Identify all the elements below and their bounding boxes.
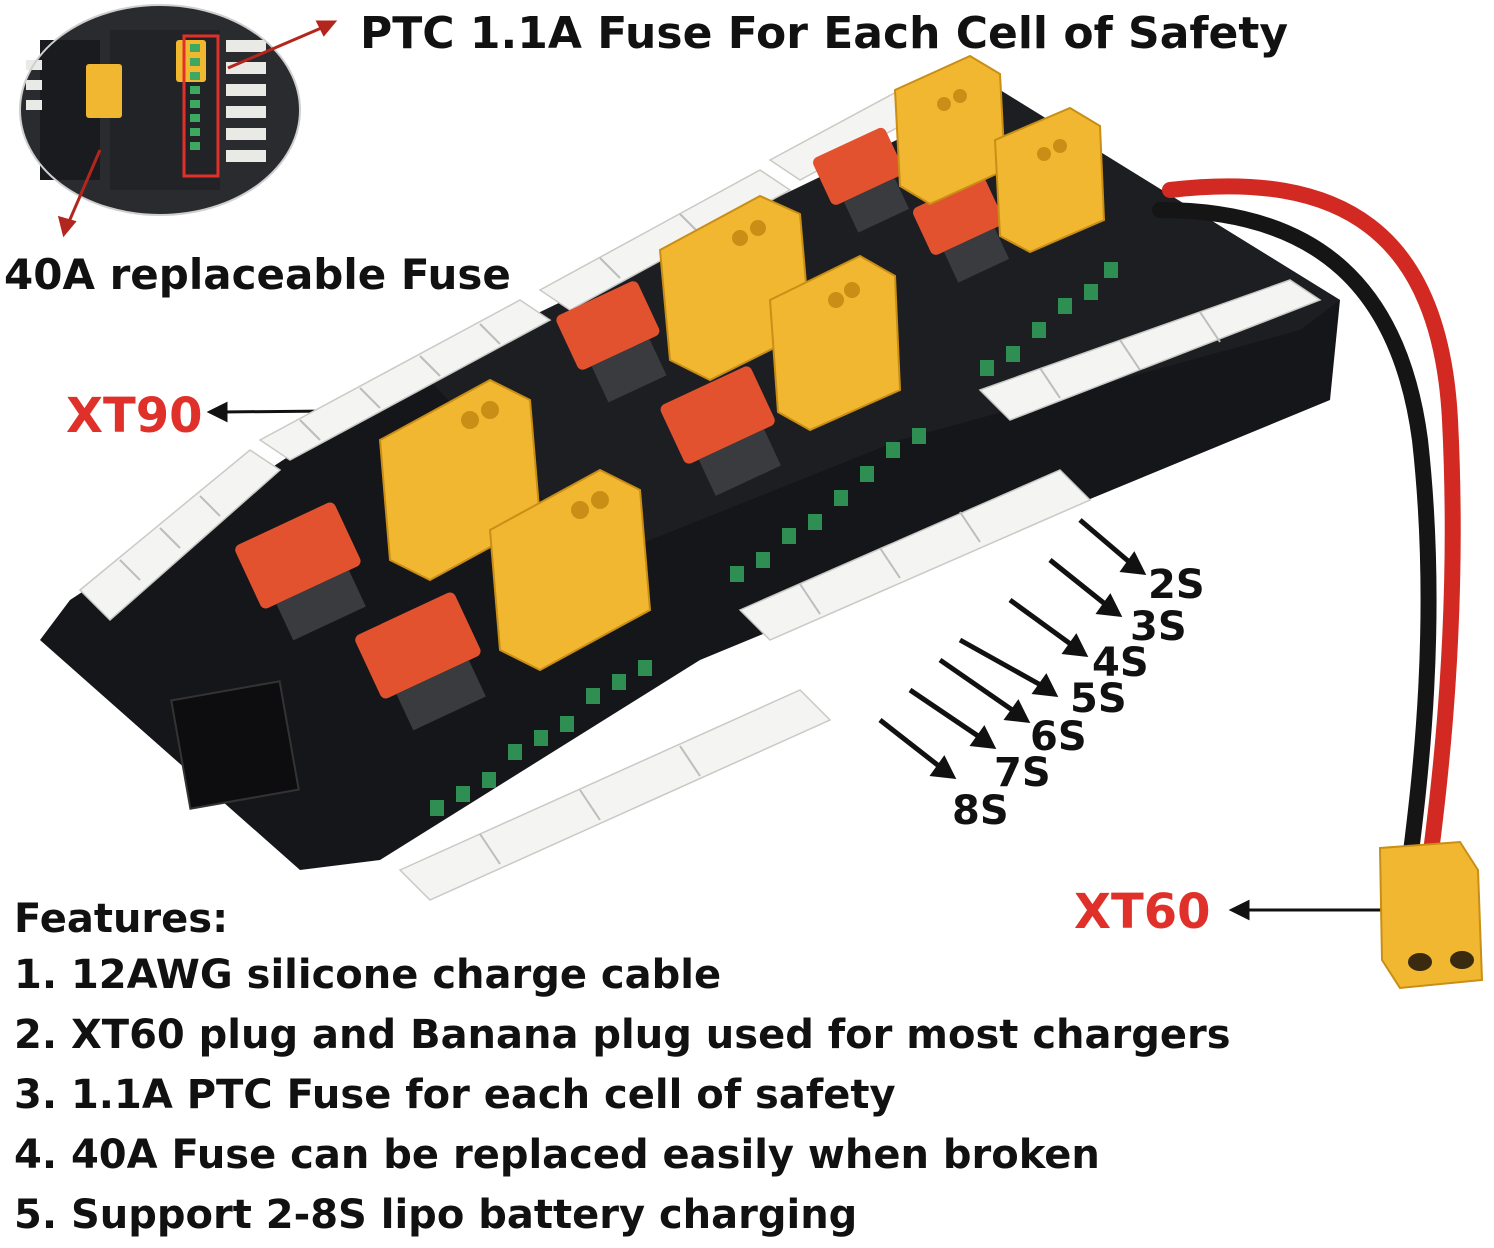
charging-board	[40, 89, 1340, 901]
feature-item-2: 2. XT60 plug and Banana plug used for mo…	[14, 1012, 1231, 1058]
cell-count-6s: 6S	[1030, 714, 1087, 760]
feature-item-5: 5. Support 2-8S lipo battery charging	[14, 1192, 858, 1238]
features-title: Features:	[14, 896, 229, 942]
xt60-callout: XT60	[1074, 884, 1211, 940]
callout-arrows	[57, 20, 338, 238]
cell-count-3s: 3S	[1130, 604, 1187, 650]
xt90-pins	[461, 89, 1067, 519]
xt90-callout: XT90	[66, 388, 203, 444]
cell-count-2s: 2S	[1148, 562, 1205, 608]
cell-count-5s: 5S	[1070, 676, 1127, 722]
fuse-callout: 40A replaceable Fuse	[4, 250, 511, 299]
ptc-fuse-callout: PTC 1.1A Fuse For Each Cell of Safety	[360, 8, 1289, 59]
feature-item-4: 4. 40A Fuse can be replaced easily when …	[14, 1132, 1100, 1178]
cell-count-7s: 7S	[994, 750, 1051, 796]
cell-count-8s: 8S	[952, 788, 1009, 834]
feature-item-3: 3. 1.1A PTC Fuse for each cell of safety	[14, 1072, 896, 1118]
cell-count-arrows	[878, 518, 1147, 779]
xt90-connector-group	[378, 54, 1106, 672]
charge-cable	[1152, 178, 1461, 868]
xt60-plug	[1378, 840, 1484, 990]
inset-zoom-ellipse	[19, 4, 301, 216]
feature-item-1: 1. 12AWG silicone charge cable	[14, 952, 722, 998]
cell-count-4s: 4S	[1092, 640, 1149, 686]
fuse-40a-group	[235, 127, 1010, 731]
